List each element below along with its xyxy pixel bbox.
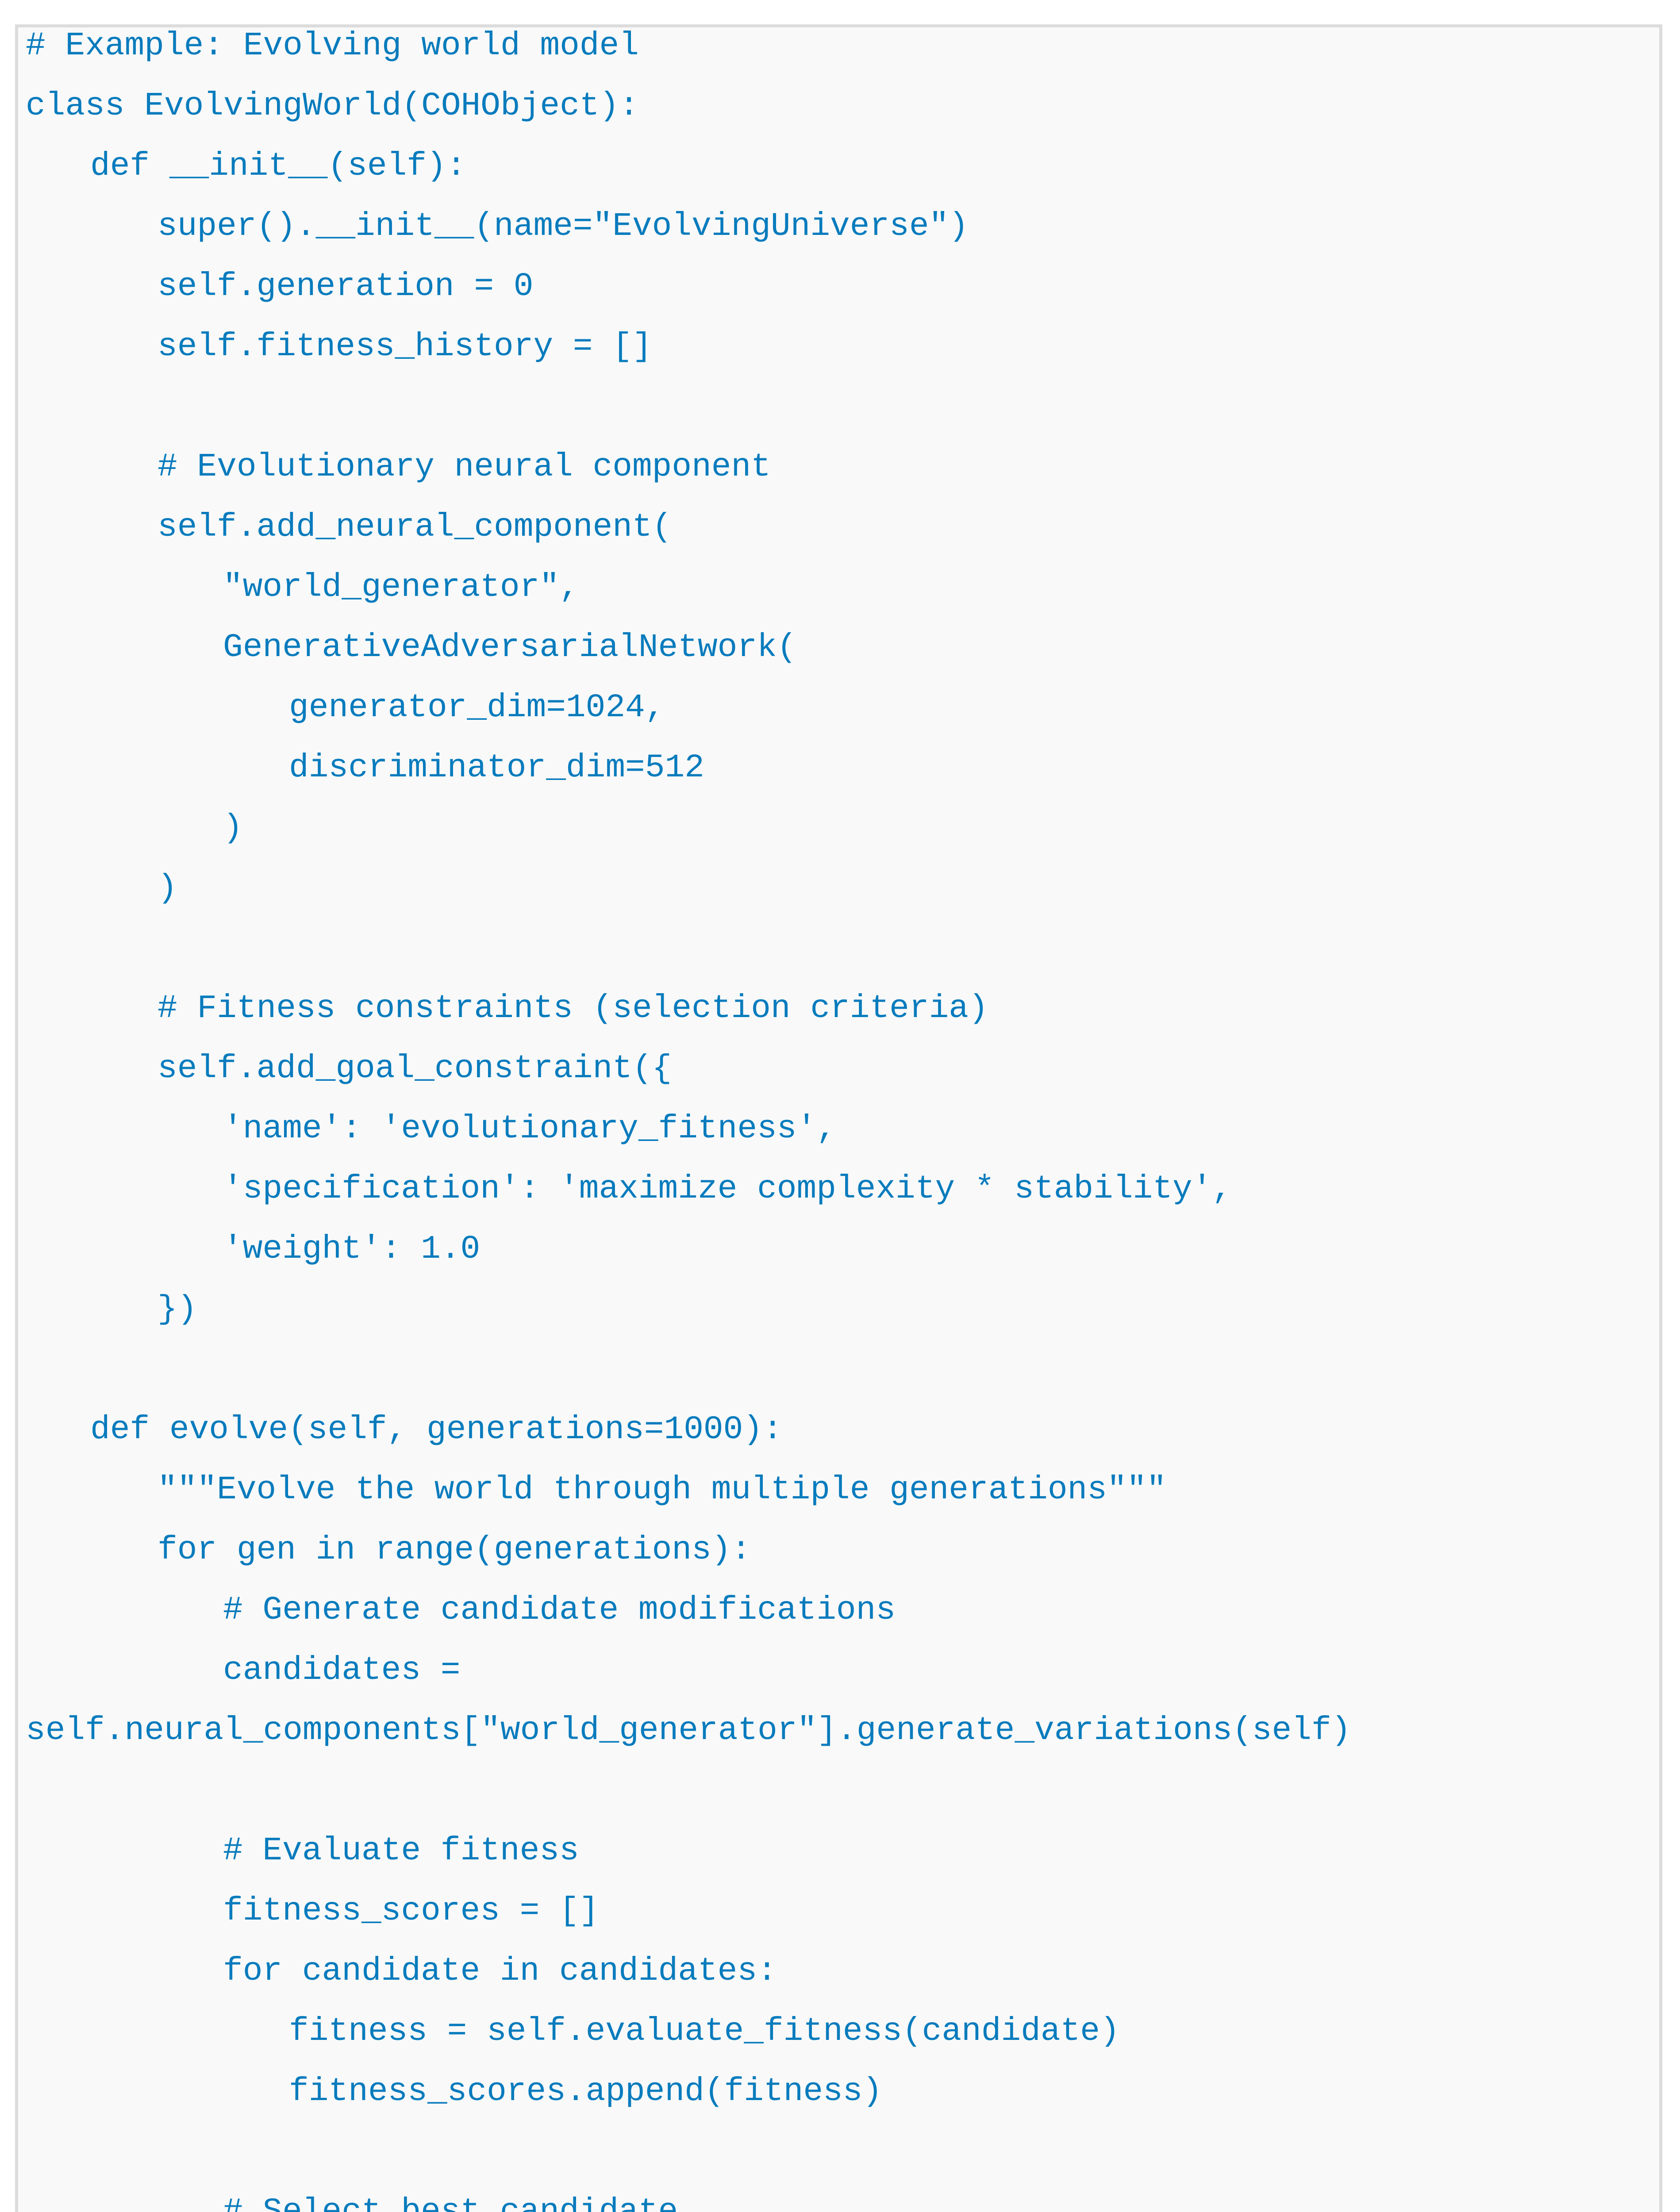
code-line-gan-constructor: GenerativeAdversarialNetwork( bbox=[223, 629, 797, 666]
code-line-candidates-assign: candidates = bbox=[223, 1652, 461, 1689]
code-line-class-def: class EvolvingWorld(COHObject): bbox=[26, 88, 639, 125]
code-line-constraint-weight: 'weight': 1.0 bbox=[223, 1231, 481, 1268]
code-line-component-name: "world_generator", bbox=[223, 569, 579, 606]
code-line-discriminator-dim: discriminator_dim=512 bbox=[289, 749, 704, 787]
code-line-comment: # Generate candidate modifications bbox=[223, 1592, 896, 1629]
code-line-constraint-specification: 'specification': 'maximize complexity * … bbox=[223, 1171, 1232, 1208]
code-line-evolve-def: def evolve(self, generations=1000): bbox=[90, 1411, 783, 1448]
code-line-blank bbox=[26, 388, 1659, 426]
code-block: # Example: Evolving world model class Ev… bbox=[15, 24, 1662, 2212]
code-line-add-neural-component: self.add_neural_component( bbox=[158, 509, 672, 546]
code-line-append-fitness: fitness_scores.append(fitness) bbox=[289, 2073, 883, 2110]
code-line-close-paren: ) bbox=[158, 870, 177, 907]
code-line-init-def: def __init__(self): bbox=[90, 148, 466, 185]
code-line-blank bbox=[26, 2133, 1659, 2170]
code-line-fitness-history: self.fitness_history = [] bbox=[158, 328, 652, 365]
code-line-blank bbox=[26, 1351, 1659, 1388]
code-line-close-paren: ) bbox=[223, 810, 243, 847]
code-line-generate-variations: self.neural_components["world_generator"… bbox=[26, 1712, 1351, 1749]
code-line-comment: # Evolutionary neural component bbox=[158, 449, 771, 486]
code-line-comment: # Select best candidate bbox=[223, 2193, 678, 2212]
code-line-comment: # Fitness constraints (selection criteri… bbox=[158, 990, 988, 1027]
code-line-close-brace: }) bbox=[158, 1291, 197, 1328]
code-line-blank bbox=[26, 930, 1659, 967]
code-line-generator-dim: generator_dim=1024, bbox=[289, 689, 665, 726]
code-line-super-init: super().__init__(name="EvolvingUniverse"… bbox=[158, 208, 969, 245]
code-line-for-generations: for gen in range(generations): bbox=[158, 1532, 751, 1569]
code-line-blank bbox=[26, 1772, 1659, 1809]
code-line-docstring: """Evolve the world through multiple gen… bbox=[158, 1471, 1167, 1509]
code-line-comment: # Example: Evolving world model bbox=[26, 27, 639, 65]
code-line-evaluate-fitness: fitness = self.evaluate_fitness(candidat… bbox=[289, 2013, 1120, 2050]
code-line-comment: # Evaluate fitness bbox=[223, 1832, 579, 1870]
code-line-constraint-name: 'name': 'evolutionary_fitness', bbox=[223, 1110, 836, 1148]
code-line-for-candidates: for candidate in candidates: bbox=[223, 1953, 777, 1990]
code-line-add-goal-constraint: self.add_goal_constraint({ bbox=[158, 1050, 672, 1087]
code-line-generation: self.generation = 0 bbox=[158, 268, 534, 305]
code-line-fitness-scores-init: fitness_scores = [] bbox=[223, 1893, 599, 1930]
